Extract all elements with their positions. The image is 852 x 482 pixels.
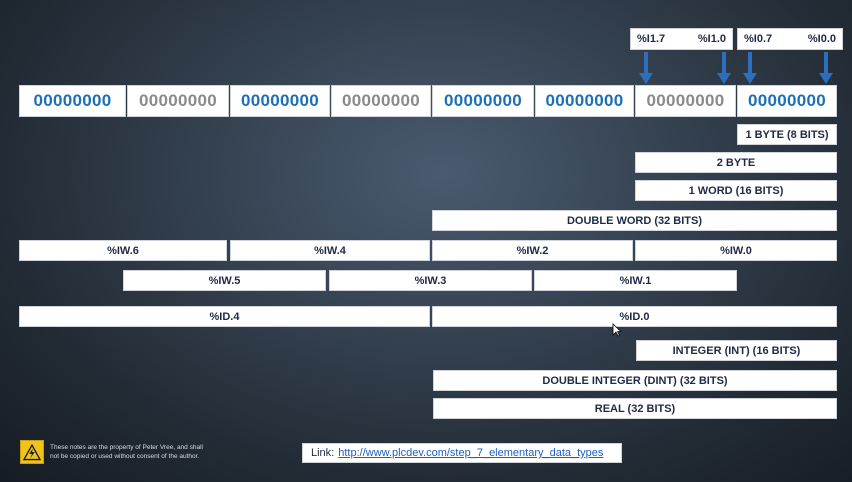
byte-cell: 00000000 (19, 85, 126, 117)
mouse-cursor-icon (612, 323, 622, 337)
bit-label-i1-0: %I1.0 (697, 33, 726, 45)
arrow-down-icon (743, 52, 757, 86)
type-dint-label: DOUBLE INTEGER (DINT) (32 BITS) (433, 370, 837, 391)
word-address-iw2: %IW.2 (432, 240, 633, 261)
bit-label-group-i0: %I0.7 %I0.0 (737, 28, 843, 50)
arrow-down-icon (639, 52, 653, 86)
dword-address-id0: %ID.0 (432, 306, 837, 327)
copyright-notice-line: These notes are the property of Peter Vr… (50, 444, 203, 451)
size-word-label: 1 WORD (16 BITS) (635, 180, 837, 201)
bit-label-i1-7: %I1.7 (637, 33, 666, 45)
arrow-down-icon (717, 52, 731, 86)
link-label: Link: (311, 447, 335, 459)
copyright-notice-line: not be copied or used without consent of… (50, 453, 200, 460)
size-two-byte-label: 2 BYTE (635, 152, 837, 173)
warning-icon (20, 440, 44, 464)
reference-link-box: Link: http://www.plcdev.com/step_7_eleme… (302, 443, 622, 463)
bit-label-i0-7: %I0.7 (744, 33, 773, 45)
word-address-iw5: %IW.5 (123, 270, 326, 291)
byte-cell: 00000000 (331, 85, 431, 117)
reference-link[interactable]: http://www.plcdev.com/step_7_elementary_… (338, 447, 604, 459)
size-byte-label: 1 BYTE (8 BITS) (737, 124, 837, 145)
copyright-notice: These notes are the property of Peter Vr… (50, 443, 250, 461)
byte-cell: 00000000 (535, 85, 634, 117)
byte-cell: 00000000 (737, 85, 837, 117)
type-int-label: INTEGER (INT) (16 BITS) (636, 340, 837, 361)
arrow-down-icon (819, 52, 833, 86)
word-address-iw4: %IW.4 (230, 240, 430, 261)
bit-label-group-i1: %I1.7 %I1.0 (630, 28, 733, 50)
byte-cell: 00000000 (127, 85, 229, 117)
byte-cell: 00000000 (635, 85, 736, 117)
byte-cell: 00000000 (432, 85, 534, 117)
word-address-iw3: %IW.3 (329, 270, 532, 291)
type-real-label: REAL (32 BITS) (433, 398, 837, 419)
size-dword-label: DOUBLE WORD (32 BITS) (432, 210, 837, 231)
word-address-iw1: %IW.1 (534, 270, 737, 291)
bit-label-i0-0: %I0.0 (807, 33, 836, 45)
byte-cell: 00000000 (230, 85, 330, 117)
dword-address-id4: %ID.4 (19, 306, 430, 327)
word-address-iw0: %IW.0 (635, 240, 837, 261)
word-address-iw6: %IW.6 (19, 240, 227, 261)
